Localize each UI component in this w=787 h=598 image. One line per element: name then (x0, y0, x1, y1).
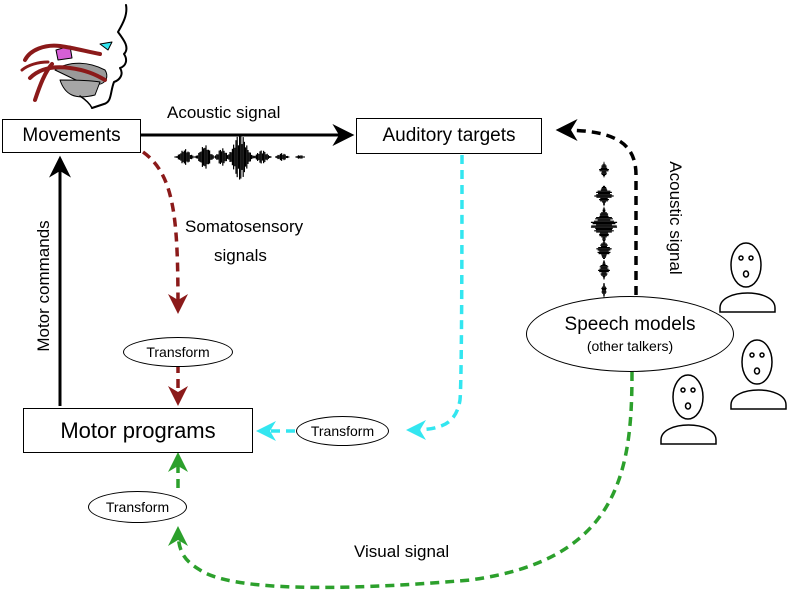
somatosensory-label-line2: signals (214, 246, 267, 265)
acoustic-signal-side-label: Acoustic signal (666, 161, 685, 275)
motor-programs-node: Motor programs (23, 408, 253, 453)
waveform-icon (174, 134, 305, 180)
speech-models-node: Speech models (other talkers) (526, 296, 734, 372)
transform-visual-node: Transform (88, 491, 187, 523)
face-icon (719, 242, 776, 313)
waveform-vertical-icon (590, 161, 618, 298)
transform-auditory-node: Transform (296, 416, 389, 446)
motor-commands-label: Motor commands (34, 220, 53, 352)
vocal-tract-icon (20, 4, 128, 109)
somatosensory-arrow-upper (141, 150, 188, 314)
face-icon (730, 339, 787, 410)
acoustic-signal-label: Acoustic signal (167, 103, 281, 122)
speech-models-label: Speech models (564, 314, 696, 335)
movements-node: Movements (2, 119, 141, 153)
acoustic-signal-dashed-arrow (555, 119, 638, 295)
visual-signal-label: Visual signal (354, 542, 450, 561)
visual-arrow-upper (168, 371, 634, 590)
auditory-targets-node: Auditory targets (356, 118, 542, 154)
somatosensory-label-line1: Somatosensory (185, 217, 304, 236)
auditory-arrow-upper (406, 154, 464, 440)
speech-models-sublabel: (other talkers) (586, 338, 674, 354)
transform-somatosensory-node: Transform (123, 337, 233, 367)
face-icon (660, 374, 717, 445)
